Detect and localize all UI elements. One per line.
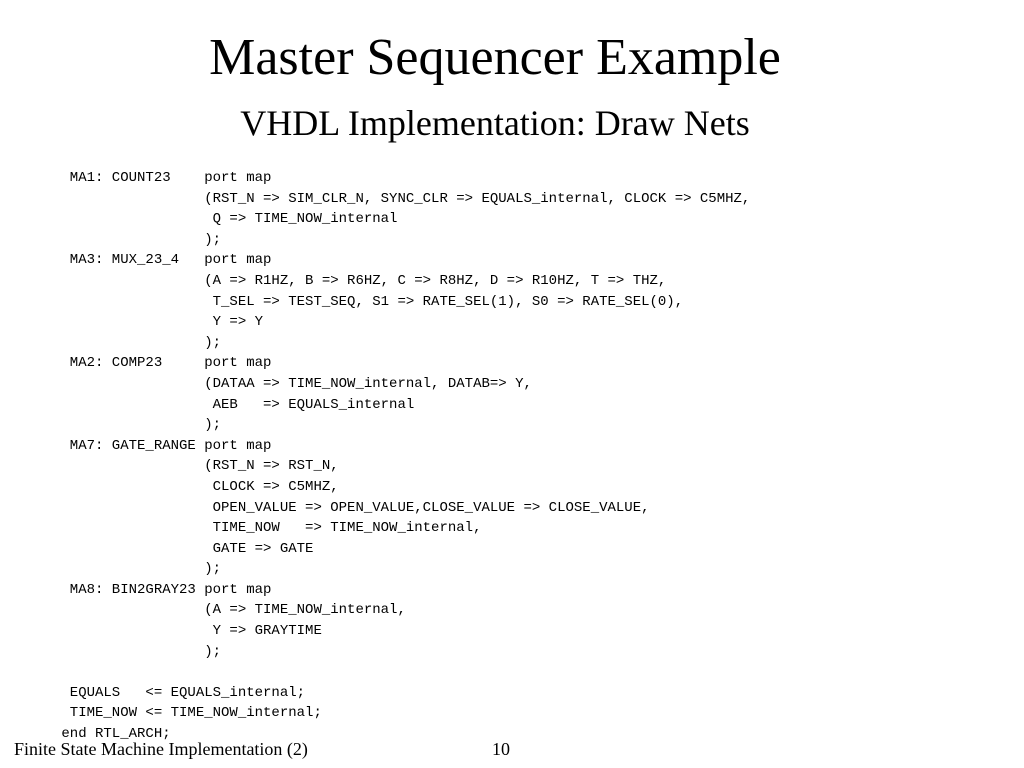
code-line: ); [53, 231, 222, 248]
code-line: (A => R1HZ, B => R6HZ, C => R8HZ, D => R… [53, 272, 667, 289]
code-line: ); [53, 334, 222, 351]
code-line: Y => Y [53, 314, 264, 331]
code-line: T_SEL => TEST_SEQ, S1 => RATE_SEL(1), S0… [53, 293, 684, 310]
code-line: EQUALS <= EQUALS_internal; [53, 684, 306, 701]
code-line: end RTL_ARCH; [53, 726, 171, 743]
code-line: MA1: COUNT23 port map [53, 170, 272, 186]
code-line: ); [53, 417, 222, 434]
code-line: (DATAA => TIME_NOW_internal, DATAB=> Y, [53, 375, 532, 392]
code-line: OPEN_VALUE => OPEN_VALUE,CLOSE_VALUE => … [53, 499, 650, 516]
code-line [53, 662, 750, 683]
code-line: MA2: COMP23 port map [53, 355, 272, 372]
code-line: AEB => EQUALS_internal [53, 396, 415, 413]
code-line: ); [53, 643, 222, 660]
slide-title: Master Sequencer Example [209, 29, 781, 86]
code-line: TIME_NOW => TIME_NOW_internal, [53, 520, 482, 537]
footer-page-number: 10 [492, 739, 510, 759]
code-line: CLOCK => C5MHZ, [53, 478, 339, 495]
code-line: MA3: MUX_23_4 port map [53, 252, 272, 269]
code-line: MA7: GATE_RANGE port map [53, 437, 272, 454]
code-line: GATE => GATE [53, 540, 314, 557]
vhdl-code-block: MA1: COUNT23 port map (RST_N => SIM_CLR_… [53, 168, 750, 745]
code-line: Y => GRAYTIME [53, 623, 322, 640]
code-line: TIME_NOW <= TIME_NOW_internal; [53, 705, 322, 722]
code-line: (RST_N => RST_N, [53, 458, 339, 475]
code-line: (A => TIME_NOW_internal, [53, 602, 406, 619]
code-line: MA8: BIN2GRAY23 port map [53, 581, 272, 598]
code-line: ); [53, 561, 222, 578]
code-line: Q => TIME_NOW_internal [53, 211, 398, 228]
footer-presentation-title: Finite State Machine Implementation (2) [14, 739, 308, 759]
slide-subtitle: VHDL Implementation: Draw Nets [240, 103, 750, 143]
code-line: (RST_N => SIM_CLR_N, SYNC_CLR => EQUALS_… [53, 190, 751, 207]
